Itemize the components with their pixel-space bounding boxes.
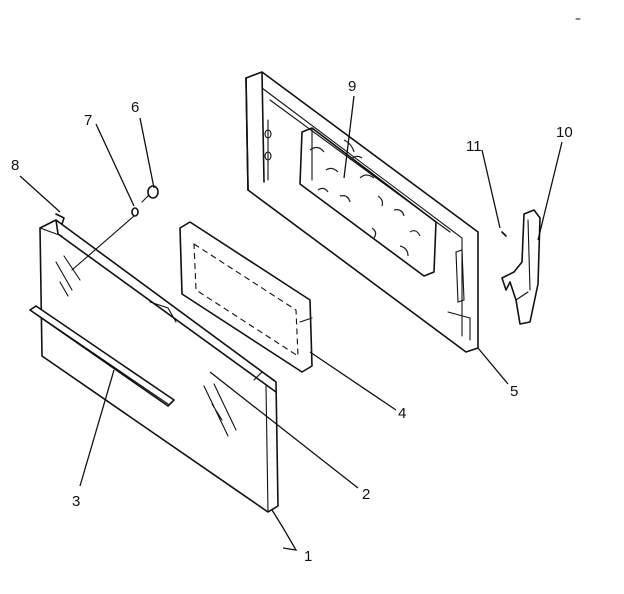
callout-3: 3 [72, 493, 80, 510]
inner-door-liner [245, 71, 479, 353]
callout-7: 7 [84, 112, 92, 129]
door-hinge [501, 209, 541, 325]
door-handle-trim [29, 305, 175, 407]
callout-10: 10 [556, 124, 573, 141]
callout-9: 9 [348, 78, 356, 95]
callout-4: 4 [398, 405, 406, 422]
inner-glass-panel [179, 221, 313, 373]
callout-8: 8 [11, 157, 19, 174]
callout-1: 1 [304, 548, 312, 565]
hinge-pin [501, 231, 507, 237]
callout-6: 6 [131, 99, 139, 116]
outer-door-panel [39, 219, 279, 513]
leader-lines [19, 95, 563, 551]
callout-5: 5 [510, 383, 518, 400]
callout-11: 11 [466, 138, 482, 155]
screw-fastener [131, 207, 139, 217]
liner-window [299, 127, 437, 277]
callout-2: 2 [362, 486, 370, 503]
door-stop-bumper [141, 185, 159, 203]
clip-fastener [55, 213, 65, 225]
